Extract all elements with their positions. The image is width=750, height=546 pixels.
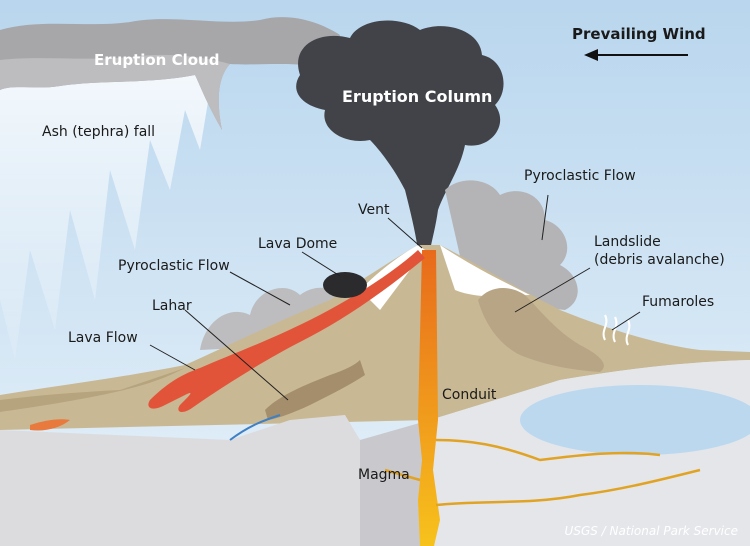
lava-dome	[323, 272, 367, 298]
label-eruption-cloud: Eruption Cloud	[94, 51, 220, 69]
groundwater	[520, 385, 750, 455]
ash-fall-streaks	[0, 60, 215, 360]
label-ash-fall: Ash (tephra) fall	[42, 124, 156, 140]
label-lava-dome: Lava Dome	[258, 236, 338, 252]
label-lahar: Lahar	[152, 298, 192, 314]
lava-flow	[30, 250, 425, 431]
lahar	[229, 360, 365, 441]
label-prevailing-wind: Prevailing Wind	[572, 25, 706, 43]
label-lava-flow: Lava Flow	[68, 330, 138, 346]
label-eruption-column: Eruption Column	[342, 87, 493, 106]
label-landslide: Landslide	[594, 234, 661, 250]
leader-lines	[149, 194, 641, 401]
eruption-column	[296, 20, 504, 250]
label-fumaroles: Fumaroles	[642, 294, 715, 310]
landslide-debris	[478, 288, 604, 372]
cross-section	[0, 360, 750, 546]
wind-arrow	[584, 49, 688, 61]
label-magma: Magma	[358, 467, 410, 483]
label-pyroclastic-flow-left: Pyroclastic Flow	[118, 258, 230, 274]
label-conduit: Conduit	[442, 387, 497, 403]
fumaroles-steam	[602, 314, 631, 346]
label-vent: Vent	[358, 202, 390, 218]
magma-conduit	[384, 250, 701, 546]
label-landslide-subtitle: (debris avalanche)	[594, 252, 725, 268]
label-pyroclastic-flow-right: Pyroclastic Flow	[524, 168, 636, 184]
eruption-cloud-underside	[0, 54, 230, 130]
image-credit: USGS / National Park Service	[564, 524, 738, 538]
